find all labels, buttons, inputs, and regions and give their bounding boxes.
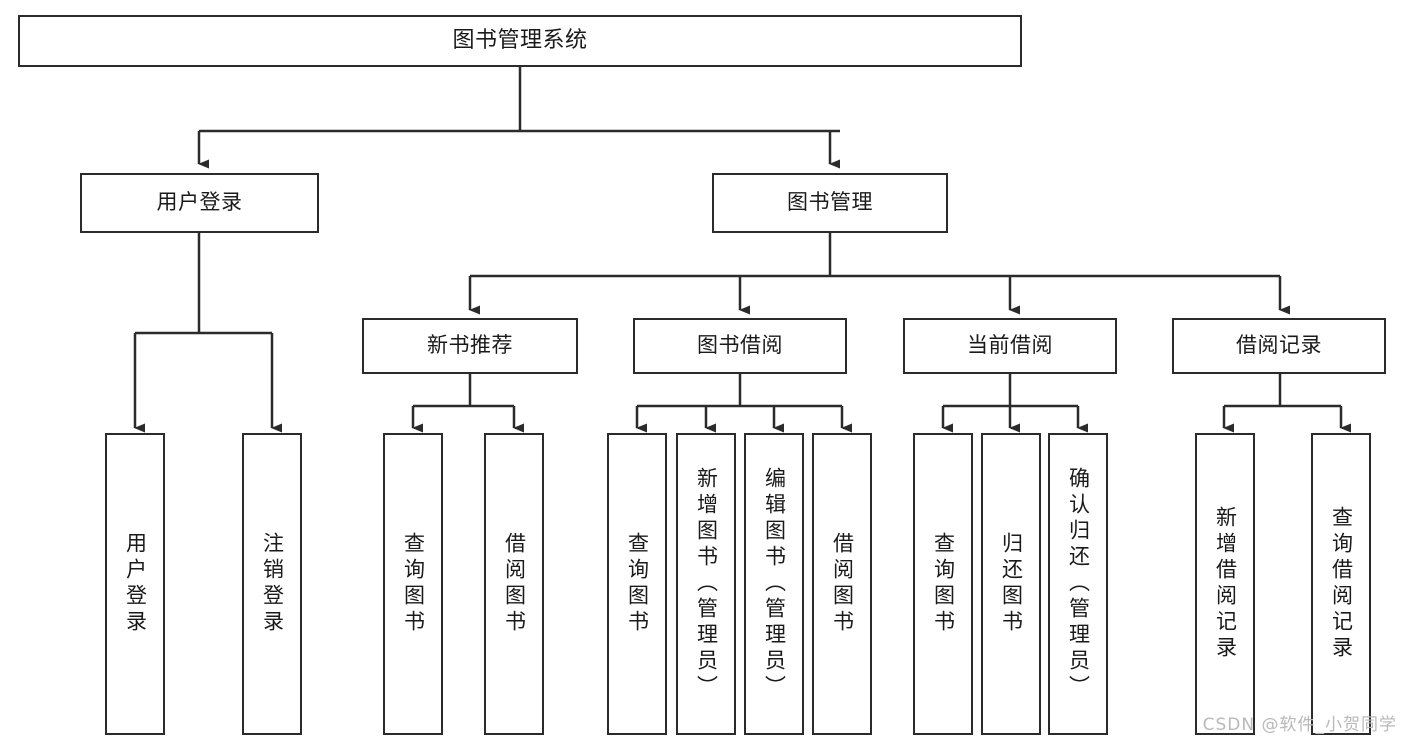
- leaf-current-return-book[interactable]: 归还图书: [981, 433, 1041, 735]
- leaf-borrow-edit-book-admin[interactable]: 编辑图书（管理员）: [744, 433, 804, 735]
- node-label: 图书管理: [787, 190, 873, 215]
- leaf-current-query-book[interactable]: 查询图书: [913, 433, 973, 735]
- leaf-user-login-login[interactable]: 用户登录: [105, 433, 165, 735]
- node-label: 查询借阅记录: [1329, 506, 1354, 662]
- node-label: 借阅图书: [830, 532, 855, 636]
- node-label: 查询图书: [625, 532, 650, 636]
- node-label: 借阅记录: [1236, 333, 1322, 358]
- node-label: 当前借阅: [967, 333, 1053, 358]
- node-label: 编辑图书（管理员）: [762, 467, 787, 701]
- node-book-borrow[interactable]: 图书借阅: [633, 318, 847, 374]
- node-label: 新增图书（管理员）: [694, 467, 719, 701]
- node-label: 查询图书: [931, 532, 956, 636]
- node-label: 用户登录: [156, 190, 243, 215]
- leaf-borrow-query-book[interactable]: 查询图书: [607, 433, 667, 735]
- node-borrow-record[interactable]: 借阅记录: [1172, 318, 1386, 374]
- node-label: 图书借阅: [697, 333, 783, 358]
- leaf-borrow-add-book-admin[interactable]: 新增图书（管理员）: [676, 433, 736, 735]
- node-new-book-recommend[interactable]: 新书推荐: [362, 318, 578, 374]
- leaf-current-confirm-return-admin[interactable]: 确认归还（管理员）: [1048, 433, 1108, 735]
- leaf-record-add-record[interactable]: 新增借阅记录: [1195, 433, 1255, 735]
- node-label: 确认归还（管理员）: [1066, 467, 1091, 701]
- node-label: 归还图书: [999, 532, 1024, 636]
- node-label: 借阅图书: [502, 532, 527, 636]
- leaf-borrow-borrow-book[interactable]: 借阅图书: [812, 433, 872, 735]
- node-label: 查询图书: [401, 532, 426, 636]
- node-current-borrow[interactable]: 当前借阅: [903, 318, 1117, 374]
- node-label: 图书管理系统: [452, 27, 588, 53]
- node-label: 新书推荐: [427, 333, 513, 358]
- node-user-login[interactable]: 用户登录: [80, 173, 319, 233]
- leaf-record-query-record[interactable]: 查询借阅记录: [1311, 433, 1371, 735]
- node-label: 注销登录: [260, 532, 285, 636]
- node-book-management[interactable]: 图书管理: [712, 173, 948, 233]
- csdn-watermark: CSDN @软件_小贺同学: [1202, 715, 1397, 735]
- leaf-recommend-query-book[interactable]: 查询图书: [383, 433, 443, 735]
- leaf-user-login-logout[interactable]: 注销登录: [242, 433, 302, 735]
- node-label: 新增借阅记录: [1213, 506, 1238, 662]
- node-label: 用户登录: [123, 532, 148, 636]
- node-root-system[interactable]: 图书管理系统: [18, 15, 1022, 67]
- leaf-recommend-borrow-book[interactable]: 借阅图书: [484, 433, 544, 735]
